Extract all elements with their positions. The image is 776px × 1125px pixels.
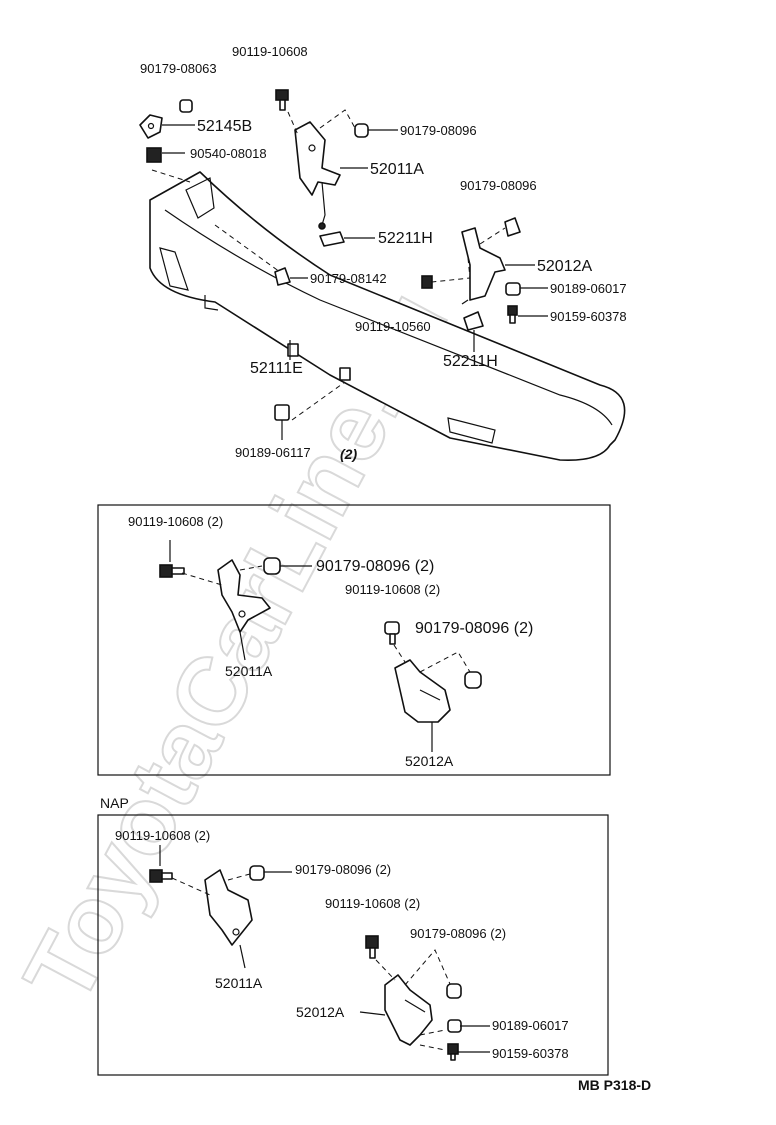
bolt-90119-10608: [275, 89, 289, 111]
nap-title: NAP: [100, 795, 129, 811]
label-bolt-left: 90119-10608 (2): [128, 514, 223, 529]
label-support-52011a: 52011A: [370, 161, 424, 178]
nut-90179-08096-top: [354, 123, 369, 138]
nut-left: [263, 557, 281, 575]
nut-90189-06017: [505, 282, 521, 296]
nut-90179-08096-mid: [504, 217, 521, 237]
nut-right: [464, 671, 482, 689]
label-retainer-90189-06117: 90189-06117: [235, 445, 311, 460]
bracket-52145b: [139, 114, 163, 139]
variant-box-1: 90119-10608 (2) 90179-08096 (2) 90119-10…: [97, 504, 611, 776]
label-bolt-90119-10608: 90119-10608: [232, 44, 308, 59]
bolt-left: [149, 869, 173, 883]
support-right: [384, 974, 433, 1046]
nut-90179-08063: [179, 99, 193, 113]
nut-90189: [447, 1019, 462, 1033]
label-nut-left: 90179-08096 (2): [295, 862, 391, 877]
label-bumper-52111e: 52111E: [250, 360, 303, 377]
box-1-frame: [97, 504, 611, 776]
bulb-52211h-lower: [463, 311, 484, 331]
bolt-left: [159, 564, 185, 578]
label-bulb-52211h-lower: 52211H: [443, 353, 498, 370]
bolt-90159-60378: [507, 305, 518, 324]
footer-code: MB P318-D: [578, 1077, 651, 1093]
label-nut-90179-08096-top: 90179-08096: [400, 123, 477, 138]
label-support-left: 52011A: [225, 663, 273, 679]
right-support-bracket: [461, 227, 506, 305]
left-support-bracket: [294, 121, 341, 230]
label-nut-right: 90179-08096 (2): [415, 620, 533, 637]
label-nut-90540-08018: 90540-08018: [190, 146, 267, 161]
retainer-90189-06117: [274, 404, 290, 421]
label-support-52012a: 52012A: [537, 258, 592, 275]
label-bolt-90159-60378: 90159-60378: [550, 309, 627, 324]
label-nut-right: 90179-08096 (2): [410, 926, 506, 941]
label-support-right: 52012A: [296, 1004, 345, 1020]
clip-90179-08142: [274, 267, 291, 286]
bulb-52211h-upper: [319, 231, 345, 247]
support-left: [217, 559, 271, 633]
label-retainer-qty: (2): [340, 446, 357, 462]
label-bolt-left: 90119-10608 (2): [115, 828, 210, 843]
bolt-right: [365, 935, 379, 959]
label-support-left: 52011A: [215, 975, 263, 991]
label-bolt-90119-10560: 90119-10560: [355, 319, 431, 334]
bolt-90159: [447, 1043, 459, 1061]
label-nut-90179-08096-mid: 90179-08096: [460, 178, 537, 193]
label-bolt-right: 90119-10608 (2): [325, 896, 420, 911]
bolt-90119-10560: [421, 275, 433, 289]
main-assembly: 90119-10608 90179-08063 52145B 90540-080…: [139, 44, 627, 462]
nut-left: [249, 865, 265, 881]
label-nut-90179-08063: 90179-08063: [140, 61, 217, 76]
label-nut-90189-06017: 90189-06017: [550, 281, 627, 296]
support-left: [204, 869, 253, 946]
label-nut-90189: 90189-06017: [492, 1018, 569, 1033]
label-bulb-52211h-upper: 52211H: [378, 230, 433, 247]
label-support-right: 52012A: [405, 753, 454, 769]
label-bolt-90159: 90159-60378: [492, 1046, 569, 1061]
box-2-frame: [97, 814, 609, 1076]
nut-right: [446, 983, 462, 999]
label-bracket-52145b: 52145B: [197, 118, 252, 135]
label-nut-left: 90179-08096 (2): [316, 558, 434, 575]
variant-box-2-nap: 90119-10608 (2) 90179-08096 (2) 90119-10…: [97, 814, 609, 1076]
label-bolt-right: 90119-10608 (2): [345, 582, 440, 597]
bumper-bar: [149, 171, 626, 462]
bolt-right: [384, 621, 400, 645]
label-clip-90179-08142: 90179-08142: [310, 271, 387, 286]
support-right: [394, 659, 451, 723]
nut-90540-08018: [146, 147, 162, 163]
